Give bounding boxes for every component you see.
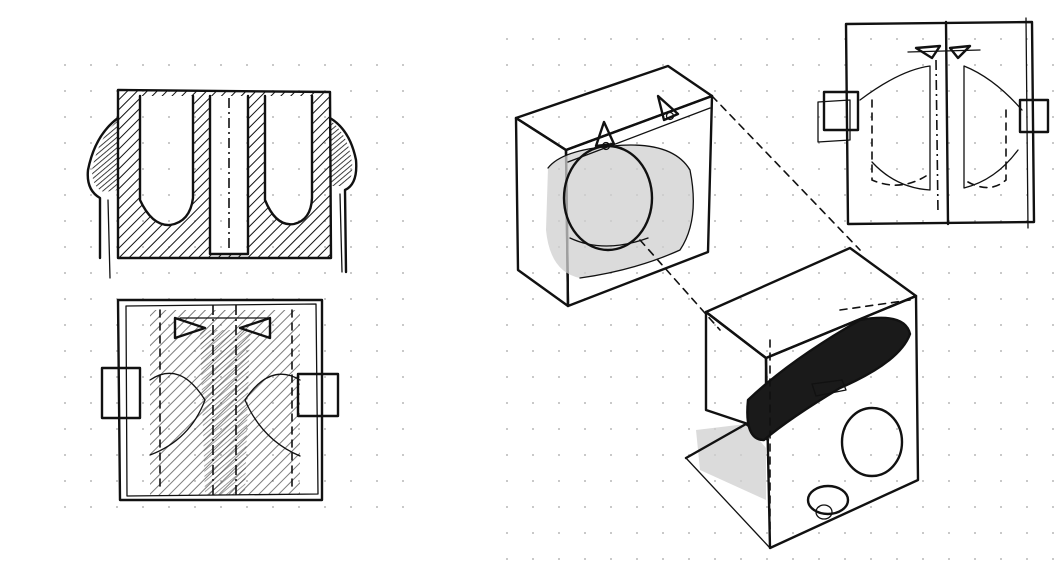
u-channel-section-drawing — [86, 88, 358, 279]
alignment-line-2 — [639, 239, 721, 331]
alignment-line-1 — [711, 95, 861, 251]
mold-front-elevation-drawing — [100, 298, 340, 502]
mold-side-elevation-drawing — [817, 17, 1050, 229]
dot-grid-right — [500, 20, 1060, 560]
mold-half-isometric-drawing-b — [684, 246, 920, 550]
